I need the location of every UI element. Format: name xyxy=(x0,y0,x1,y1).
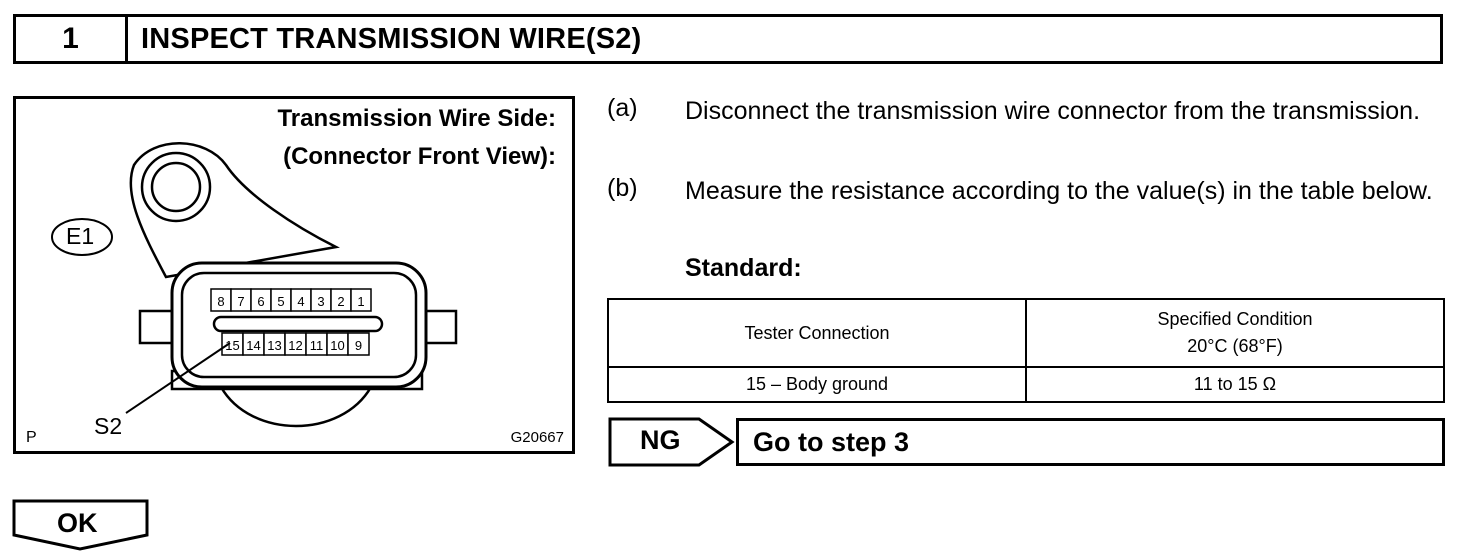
figure-corner-label: P xyxy=(26,429,37,446)
cell-tester-connection: 15 – Body ground xyxy=(607,366,1027,403)
pin-number: 13 xyxy=(267,338,281,353)
pin-number: 6 xyxy=(257,294,264,309)
step-a-text: Disconnect the transmission wire connect… xyxy=(685,97,1421,125)
header-specified-condition: Specified Condition 20°C (68°F) xyxy=(1025,298,1445,368)
ng-arrow xyxy=(608,417,735,467)
table-header-row: Tester Connection Specified Condition 20… xyxy=(607,298,1445,368)
connector-latch xyxy=(212,315,384,333)
standard-label: Standard: xyxy=(685,254,802,282)
label-s2: S2 xyxy=(94,413,123,439)
pin-number: 7 xyxy=(237,294,244,309)
pin-number: 4 xyxy=(297,294,304,309)
figure-code: G20667 xyxy=(510,429,564,446)
pin-number: 15 xyxy=(225,338,239,353)
pin-row-bottom: 15 14 13 12 11 10 9 xyxy=(221,332,370,356)
ok-arrow xyxy=(12,499,149,551)
sensor-body-lower xyxy=(219,386,373,428)
pin-number: 1 xyxy=(357,294,364,309)
cell-specified-condition: 11 to 15 Ω xyxy=(1025,366,1445,403)
pin-number: 8 xyxy=(217,294,224,309)
step-number: 1 xyxy=(16,17,128,61)
connector-housing-inner xyxy=(180,271,418,379)
spec-table: Tester Connection Specified Condition 20… xyxy=(607,298,1445,403)
header-specified-condition-text: Specified Condition xyxy=(1157,309,1313,329)
e1-marker xyxy=(51,218,113,256)
s2-leader-line xyxy=(125,342,231,414)
bracket-arm xyxy=(129,142,340,279)
ok-label[interactable]: OK xyxy=(57,508,98,538)
pin-number: 14 xyxy=(246,338,260,353)
bracket-hole-inner xyxy=(150,161,202,213)
step-header: 1 INSPECT TRANSMISSION WIRE(S2) xyxy=(13,14,1443,64)
step-b-text: Measure the resistance according to the … xyxy=(685,177,1433,205)
bracket-hole-outer xyxy=(140,151,212,223)
table-row: 15 – Body ground 11 to 15 Ω xyxy=(607,366,1445,403)
pin-cell xyxy=(347,332,370,356)
pin-number: 5 xyxy=(277,294,284,309)
header-tester-connection: Tester Connection xyxy=(607,298,1027,368)
figure-title-line1: Transmission Wire Side: xyxy=(277,105,556,132)
go-to-step-3-link[interactable]: Go to step 3 xyxy=(736,418,1445,466)
pin-number: 3 xyxy=(317,294,324,309)
step-b-label: (b) xyxy=(607,174,638,202)
go-to-step-3-text: Go to step 3 xyxy=(753,426,910,457)
pin-number: 12 xyxy=(288,338,302,353)
pin-number: 9 xyxy=(355,338,362,353)
label-e1: E1 xyxy=(66,223,95,249)
pin-number: 10 xyxy=(330,338,344,353)
step-a-label: (a) xyxy=(607,94,638,122)
pin-number: 2 xyxy=(337,294,344,309)
figure-title-line2: (Connector Front View): xyxy=(283,143,556,170)
step-title: INSPECT TRANSMISSION WIRE(S2) xyxy=(141,22,642,55)
ng-label: NG xyxy=(640,425,681,455)
pin-cell xyxy=(350,288,372,312)
pin-number: 11 xyxy=(310,338,324,353)
header-temperature: 20°C (68°F) xyxy=(1187,336,1283,356)
